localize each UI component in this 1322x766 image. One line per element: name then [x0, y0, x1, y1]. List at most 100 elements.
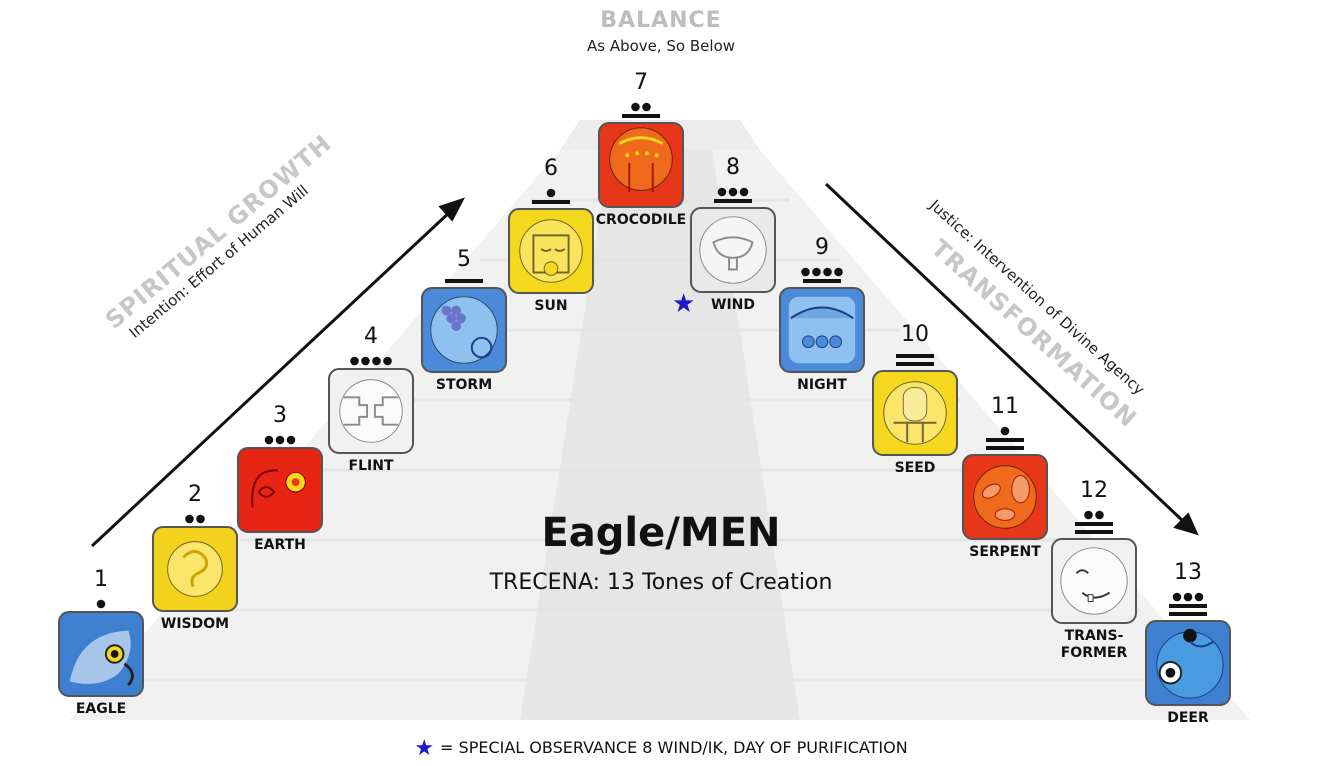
tone-marker — [1054, 508, 1134, 538]
balance-title: BALANCE — [600, 8, 722, 33]
tone-bar — [1169, 604, 1207, 608]
tone-bar — [803, 279, 841, 283]
tone-bar — [622, 114, 660, 118]
eagle-icon — [60, 613, 142, 695]
tone-marker — [331, 338, 411, 368]
day-sign-title: Eagle/MEN — [541, 510, 781, 556]
day-sign-glyph-earth — [237, 447, 323, 533]
tone-bar — [986, 446, 1024, 450]
crocodile-icon — [600, 124, 682, 206]
day-sign-glyph-wisdom — [152, 526, 238, 612]
day-sign-label: NIGHT — [797, 377, 847, 393]
tone-bar — [1075, 530, 1113, 534]
tone-dot — [264, 435, 274, 445]
serpent-icon — [964, 456, 1046, 538]
day-sign-label: EARTH — [254, 537, 306, 553]
tone-number: 12 — [1080, 478, 1108, 503]
tone-number: 13 — [1174, 560, 1202, 585]
tone-number: 1 — [94, 567, 108, 592]
footnote-text: = SPECIAL OBSERVANCE 8 WIND/IK, DAY OF P… — [440, 738, 908, 757]
tone-dot — [372, 356, 381, 366]
tone-dot — [1000, 426, 1010, 436]
tone-dot — [728, 187, 738, 197]
day-sign-label: EAGLE — [75, 701, 127, 717]
tone-marker — [240, 417, 320, 447]
footnote: ★= SPECIAL OBSERVANCE 8 WIND/IK, DAY OF … — [0, 736, 1322, 761]
tone-number: 3 — [273, 403, 287, 428]
tone-number: 6 — [544, 156, 558, 181]
day-sign-glyph-seed — [872, 370, 958, 456]
tone-dot — [631, 102, 640, 112]
day-sign-glyph-eagle — [58, 611, 144, 697]
tone-bar — [714, 199, 752, 203]
tone-number: 5 — [457, 247, 471, 272]
day-sign-glyph-deer — [1145, 620, 1231, 706]
special-observance-star-icon: ★ — [672, 289, 696, 319]
day-sign-glyph-crocodile — [598, 122, 684, 208]
wind-icon — [692, 209, 774, 291]
day-sign-label: TRANS- FORMER — [1060, 628, 1128, 661]
tone-dot — [823, 267, 832, 277]
tone-dot — [642, 102, 651, 112]
tone-dot — [185, 514, 194, 524]
night-icon — [781, 289, 863, 371]
tone-dot — [739, 187, 749, 197]
tone-dot — [1095, 510, 1104, 520]
tone-marker — [511, 178, 591, 208]
tone-bar — [896, 354, 934, 358]
day-sign-label: FLINT — [348, 458, 394, 474]
tone-dot — [546, 188, 556, 198]
tone-bar — [1075, 522, 1113, 526]
day-sign-glyph-sun — [508, 208, 594, 294]
tone-number: 4 — [364, 324, 378, 349]
tone-dot — [717, 187, 727, 197]
tone-number: 7 — [634, 70, 648, 95]
day-sign-glyph-storm — [421, 287, 507, 373]
tone-bar — [986, 438, 1024, 442]
tone-marker — [601, 92, 681, 122]
transformer-icon — [1053, 540, 1135, 622]
tone-marker — [693, 177, 773, 207]
tone-marker — [965, 424, 1045, 454]
growth-arrow — [90, 197, 466, 548]
tone-marker — [875, 340, 955, 370]
tone-number: 2 — [188, 482, 202, 507]
tone-bar — [896, 362, 934, 366]
tone-bar — [532, 200, 570, 204]
day-sign-label: WIND — [711, 297, 755, 313]
tone-dot — [275, 435, 285, 445]
day-sign-glyph-flint — [328, 368, 414, 454]
tone-marker — [424, 257, 504, 287]
tone-number: 10 — [901, 322, 929, 347]
tone-number: 9 — [815, 235, 829, 260]
tone-dot — [361, 356, 370, 366]
tone-dot — [383, 356, 392, 366]
day-sign-label: SEED — [894, 460, 936, 476]
day-sign-glyph-serpent — [962, 454, 1048, 540]
day-sign-glyph-transformer — [1051, 538, 1137, 624]
day-sign-label: WISDOM — [160, 616, 230, 632]
tone-dot — [96, 599, 106, 609]
tone-dot — [1183, 592, 1193, 602]
balance-subtitle: As Above, So Below — [586, 37, 736, 55]
trecena-subtitle: TRECENA: 13 Tones of Creation — [489, 570, 833, 595]
tone-marker — [782, 257, 862, 287]
flint-icon — [330, 370, 412, 452]
day-sign-glyph-wind — [690, 207, 776, 293]
tone-dot — [834, 267, 843, 277]
tone-number: 8 — [726, 155, 740, 180]
storm-icon — [423, 289, 505, 371]
seed-icon — [874, 372, 956, 454]
tone-dot — [350, 356, 359, 366]
tone-dot — [1194, 592, 1204, 602]
tone-marker — [1148, 590, 1228, 620]
wisdom-icon — [154, 528, 236, 610]
day-sign-glyph-night — [779, 287, 865, 373]
tone-dot — [801, 267, 810, 277]
day-sign-label: DEER — [1167, 710, 1209, 726]
tone-marker — [155, 496, 235, 526]
day-sign-label: STORM — [435, 377, 493, 393]
transformation-arrow — [824, 182, 1199, 536]
tone-dot — [286, 435, 296, 445]
